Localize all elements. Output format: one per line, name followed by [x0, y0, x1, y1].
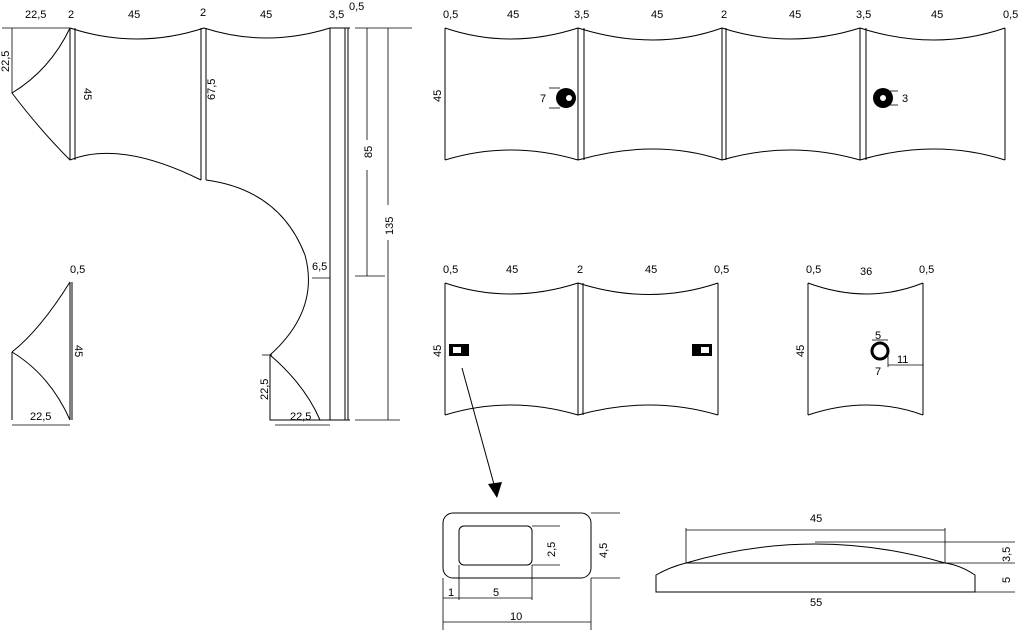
- mp-dim-0-5-b: 0,5: [714, 264, 729, 276]
- tp-dim-0-5-b: 0,5: [1003, 9, 1018, 21]
- sd-dim-inner-w: 5: [493, 587, 499, 599]
- tri-dim-0-5: 0,5: [70, 264, 85, 276]
- sd-dim-inner-h: 2,5: [546, 542, 558, 557]
- side-detail: [655, 528, 1015, 593]
- rp-dim-hole-side: 11: [897, 354, 908, 366]
- tp-dim-3-5-a: 3,5: [574, 9, 589, 21]
- tp-dim-2: 2: [721, 9, 727, 21]
- tp-dim-45-a: 45: [507, 9, 519, 21]
- sdt-dim-3-5: 3,5: [1001, 547, 1013, 562]
- tp-dim-45-b: 45: [651, 9, 663, 21]
- lp-dim-0-5: 0,5: [349, 1, 364, 13]
- lp-dim-22-5-top: 22,5: [25, 9, 46, 21]
- tp-dim-height: 45: [432, 90, 444, 102]
- mp-dim-45-b: 45: [645, 264, 657, 276]
- middle-panel: [444, 282, 719, 498]
- slot-detail: [442, 512, 620, 630]
- tp-dim-hole-right: 3: [902, 93, 908, 105]
- tri-dim-45: 45: [72, 345, 84, 357]
- lp-dim-45-b: 45: [260, 9, 272, 21]
- lp-dim-22-5-side: 22,5: [0, 51, 12, 72]
- tp-dim-hole-left: 7: [540, 93, 546, 105]
- mp-dim-height: 45: [432, 345, 444, 357]
- lp-dim-85: 85: [363, 146, 375, 158]
- sd-dim-outer-w: 10: [510, 611, 522, 623]
- sd-dim-outer-h: 4,5: [598, 543, 610, 558]
- tp-dim-3-5-b: 3,5: [856, 9, 871, 21]
- mp-dim-0-5-a: 0,5: [443, 264, 458, 276]
- sdt-dim-55: 55: [810, 597, 822, 609]
- lp-dim-6-5: 6,5: [312, 261, 327, 273]
- rp-dim-hole-top: 5: [875, 330, 881, 342]
- lp-dim-2-a: 2: [68, 9, 74, 21]
- rp-dim-0-5-b: 0,5: [919, 264, 934, 276]
- sd-dim-edge: 1: [448, 587, 454, 599]
- lp-dim-45-side: 45: [81, 88, 93, 100]
- lp-dim-135: 135: [384, 217, 396, 235]
- sdt-dim-45: 45: [810, 513, 822, 525]
- rp-dim-0-5-a: 0,5: [806, 264, 821, 276]
- lp-dim-22-5-bv: 22,5: [259, 379, 271, 400]
- rp-dim-36: 36: [860, 266, 872, 278]
- sdt-dim-5: 5: [1001, 577, 1013, 583]
- tp-dim-45-d: 45: [931, 9, 943, 21]
- lp-dim-2-b: 2: [200, 7, 206, 19]
- mp-dim-2: 2: [577, 264, 583, 276]
- left-profile: [2, 27, 412, 426]
- detail-arrow-icon: [488, 482, 502, 498]
- lp-dim-67-5: 67,5: [206, 79, 218, 100]
- small-triangle: [11, 281, 73, 426]
- tp-dim-0-5-a: 0,5: [443, 9, 458, 21]
- hole-ring-icon: [870, 341, 890, 361]
- top-panel: [444, 27, 1006, 161]
- rp-dim-hole-bottom: 7: [875, 366, 881, 378]
- lp-dim-45-a: 45: [128, 9, 140, 21]
- lp-dim-22-5-bh: 22,5: [290, 411, 311, 423]
- lp-dim-3-5: 3,5: [329, 9, 344, 21]
- right-panel: [807, 282, 924, 416]
- tri-dim-22-5: 22,5: [30, 411, 51, 423]
- tp-dim-45-c: 45: [789, 9, 801, 21]
- mp-dim-45-a: 45: [506, 264, 518, 276]
- rp-dim-height: 45: [795, 345, 807, 357]
